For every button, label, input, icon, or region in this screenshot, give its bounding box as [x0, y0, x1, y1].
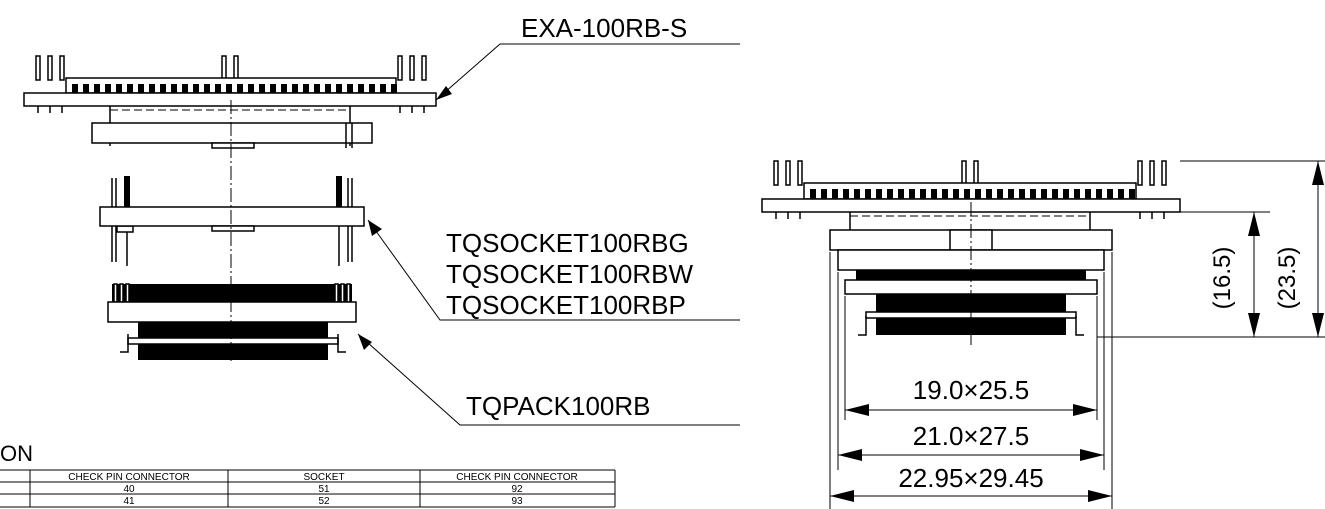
probe-connector-teeth: [72, 84, 397, 93]
socket-plate: [99, 206, 365, 227]
pack-part: [107, 283, 357, 360]
table-header-2: SOCKET: [303, 472, 344, 483]
width-dimension-2: 21.0×27.5: [838, 421, 1104, 461]
probe-top-pins: [35, 55, 427, 81]
table-cell: 92: [511, 484, 523, 495]
dimension-19-0-x-25-5: 19.0×25.5: [913, 375, 1029, 405]
table-cell: 51: [318, 484, 330, 495]
dimension-21-0-x-27-5: 21.0×27.5: [913, 421, 1029, 451]
socket-label-3: TQSOCKET100RBP: [446, 290, 686, 320]
table-cell: 41: [123, 496, 135, 507]
table-cell: 93: [511, 496, 523, 507]
pin-table: CHECK PIN CONNECTOR SOCKET CHECK PIN CON…: [0, 469, 616, 508]
assembled-view: 19.0×25.5 21.0×27.5 22.95×29.45 (16.5) (…: [761, 160, 1325, 509]
assembled-connector-teeth: [810, 189, 1135, 199]
socket-label-2: TQSOCKET100RBW: [446, 259, 694, 289]
table-cell: 52: [318, 496, 330, 507]
height-dimension-inner: (16.5): [1209, 212, 1260, 337]
pack-frame: [107, 301, 357, 323]
width-dimension-1: 19.0×25.5: [845, 375, 1097, 416]
dimension-22-95-x-29-45: 22.95×29.45: [898, 463, 1043, 493]
assembled-top-pins: [773, 160, 1167, 186]
table-header-1: CHECK PIN CONNECTOR: [68, 472, 190, 483]
socket-part: [99, 176, 365, 266]
table-header-3: CHECK PIN CONNECTOR: [456, 472, 578, 483]
width-dimension-3: 22.95×29.45: [830, 463, 1112, 502]
pin-table-section: ON CHECK PIN CONNECTOR SOCKET CHECK PIN …: [0, 441, 616, 508]
socket-label-1: TQSOCKET100RBG: [446, 228, 689, 258]
pack-label: TQPACK100RB: [466, 391, 650, 421]
probe-pcb: [23, 92, 437, 107]
probe-lower-body: [91, 122, 373, 144]
section-title-partial: ON: [0, 441, 33, 466]
dimension-16-5: (16.5): [1209, 247, 1236, 310]
pack-pin-block-upper: [112, 284, 352, 302]
extension-lines: [829, 160, 1325, 509]
table-cell: 40: [123, 484, 135, 495]
leader-lines: [357, 43, 740, 426]
height-dimension-outer: (23.5): [1274, 161, 1324, 337]
probe-board: [23, 55, 437, 149]
dimension-23-5: (23.5): [1274, 247, 1301, 310]
assembled-bottom-pins: [775, 212, 1165, 219]
probe-bottom-pins: [37, 106, 425, 113]
probe-label: EXA-100RB-S: [521, 13, 687, 43]
exploded-view: EXA-100RB-S TQSOCKET100RBG TQSOCKET100RB…: [23, 13, 740, 426]
